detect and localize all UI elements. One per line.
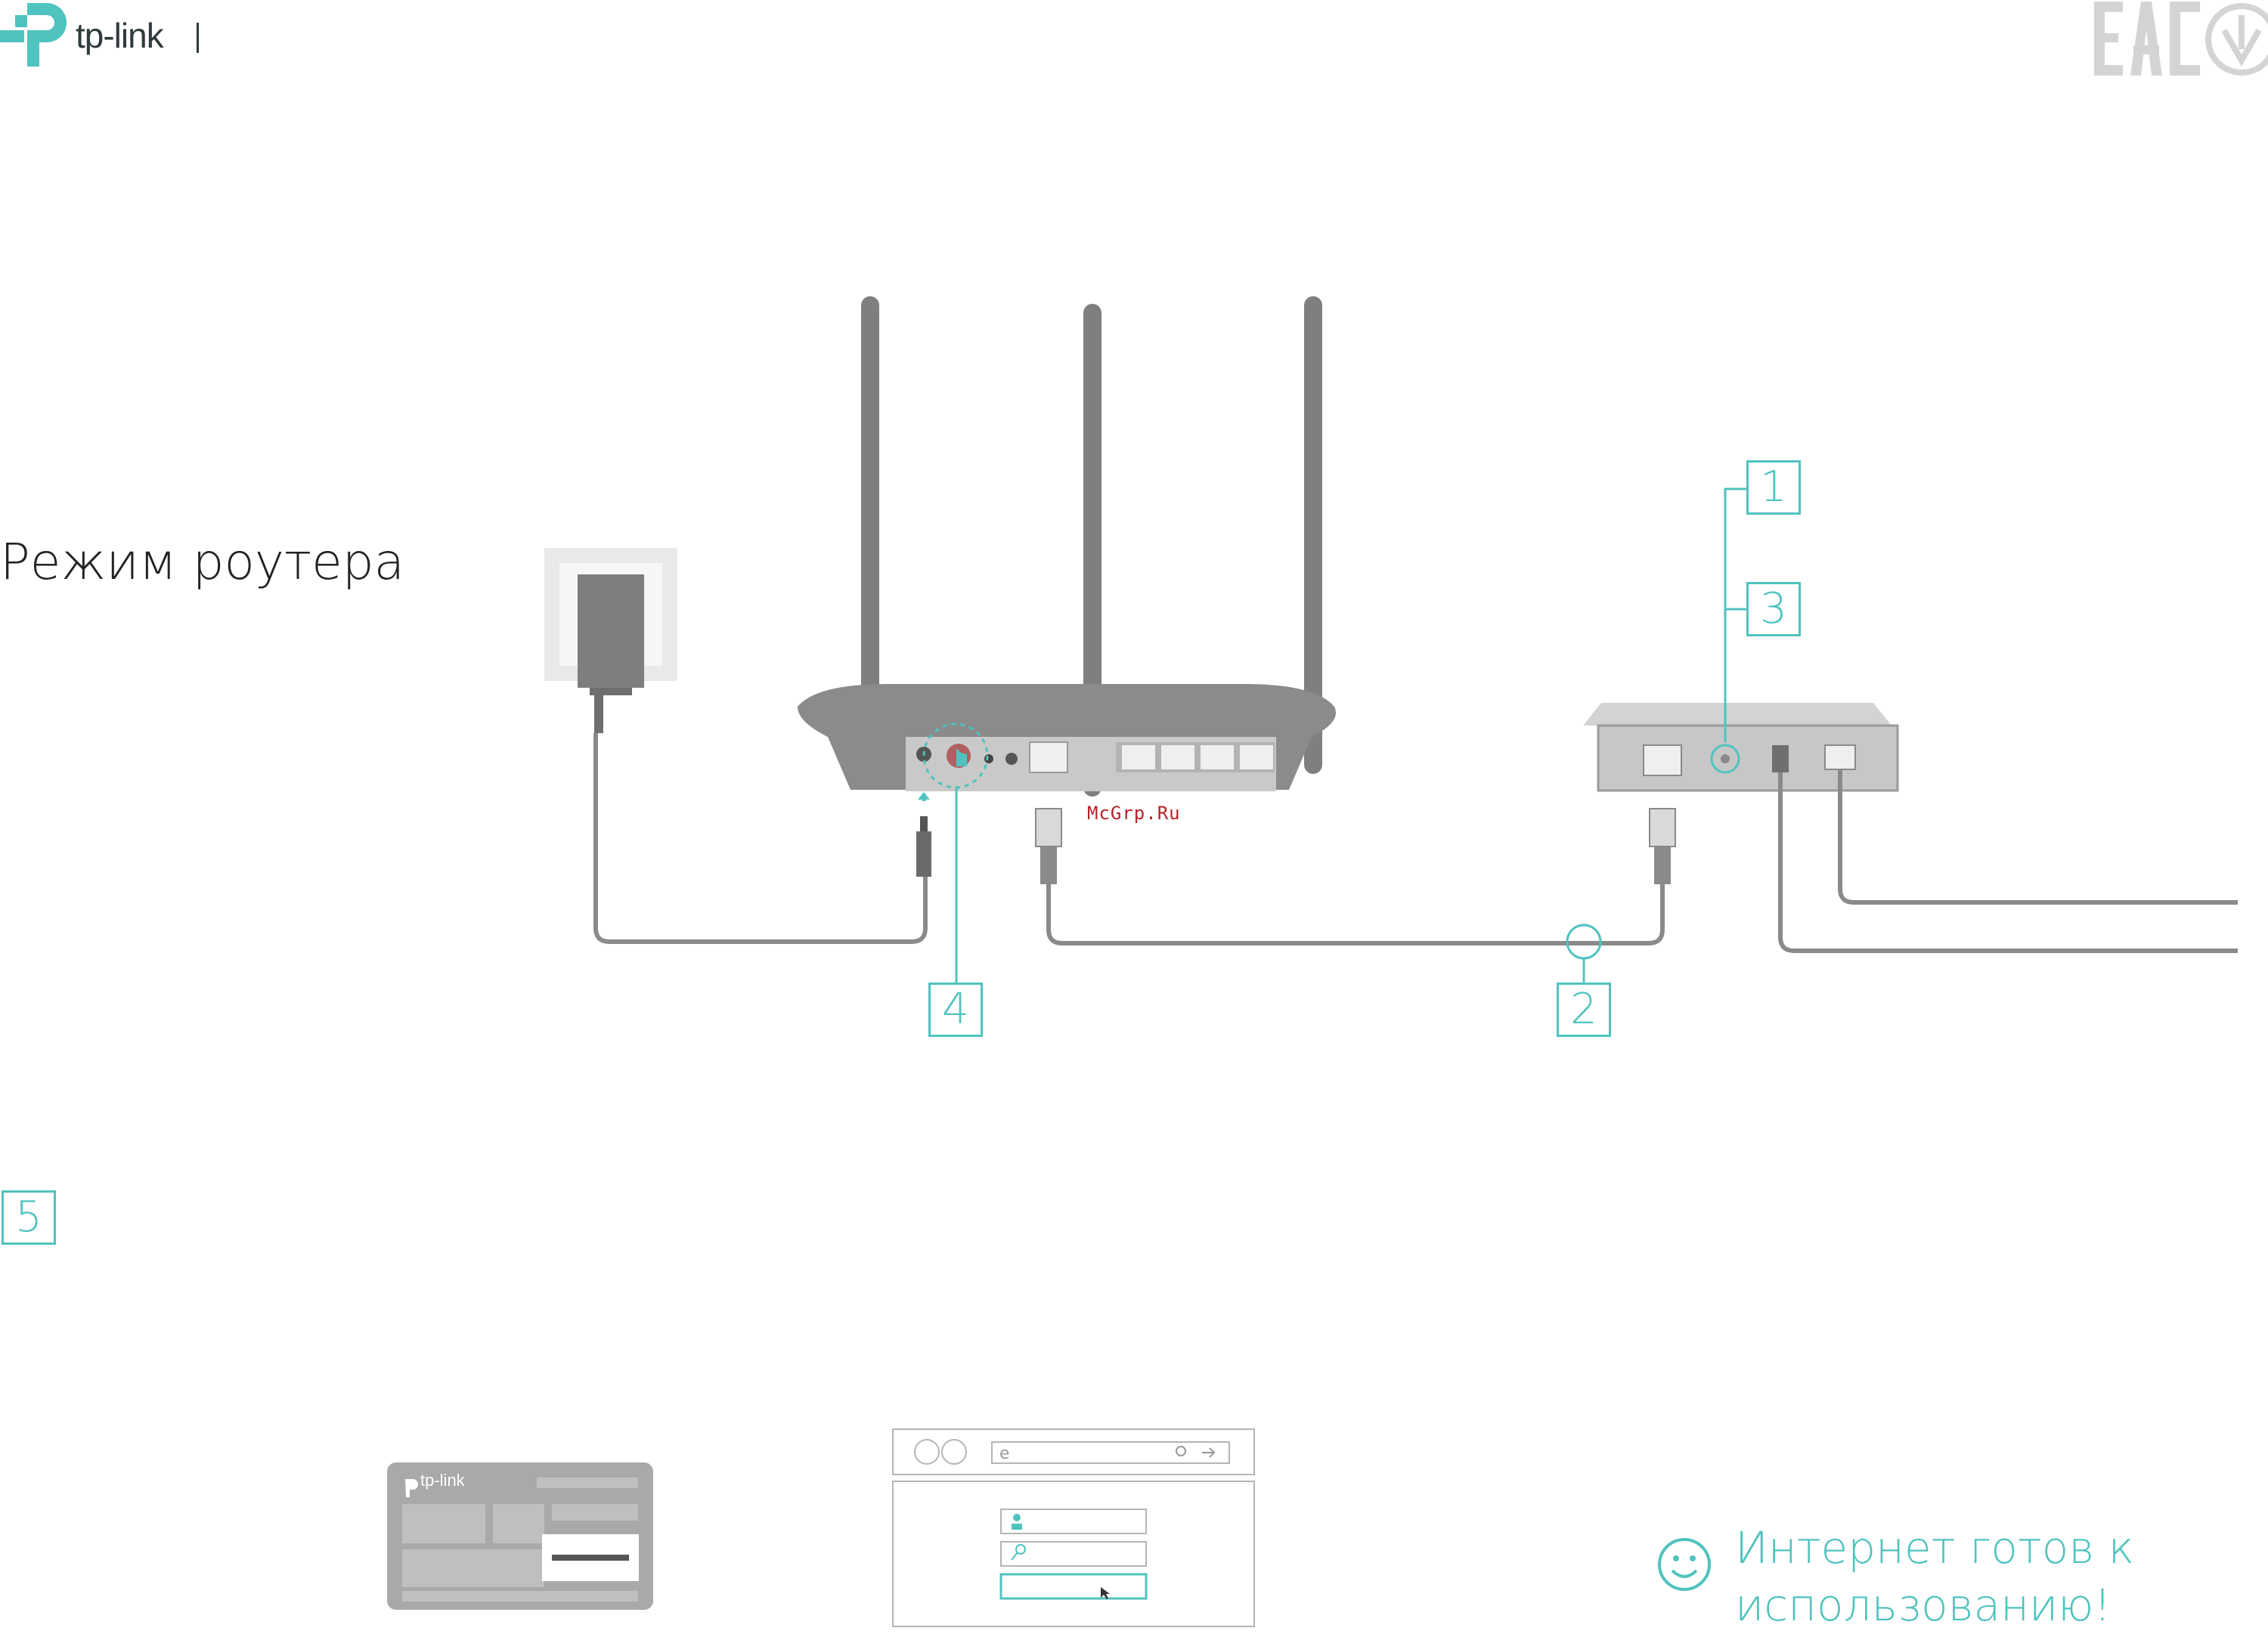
callout-1: 1 — [1746, 460, 1801, 515]
cursor-icon — [1101, 1587, 1110, 1599]
eac-mark-icon — [2094, 2, 2268, 76]
forward-arrow-icon — [941, 1439, 967, 1465]
result-message: Интернет готов к использованию! — [1656, 1519, 2260, 1631]
search-icon — [1176, 1446, 1186, 1456]
result-text: Интернет готов к использованию! — [1735, 1522, 2135, 1631]
browser-logo-icon: e — [999, 1444, 1010, 1463]
router-label-card: tp-link — [387, 1462, 653, 1610]
brand-name: tp-link — [76, 16, 164, 55]
callout-4: 4 — [928, 983, 983, 1037]
modem-icon — [1583, 703, 2238, 953]
brand-header: tp-link — [0, 0, 219, 72]
connection-diagram — [544, 296, 2238, 983]
ethernet-cable-icon — [1035, 808, 1676, 960]
brand-divider — [197, 23, 199, 53]
watermark: McGrp.Ru — [1087, 803, 1181, 824]
back-arrow-icon — [914, 1439, 940, 1465]
user-icon — [1013, 1514, 1021, 1521]
callout-2: 2 — [1557, 983, 1611, 1037]
go-arrow-icon — [1202, 1447, 1216, 1458]
key-icon — [1015, 1544, 1026, 1555]
callout-3: 3 — [1746, 582, 1801, 636]
tp-link-logo-icon — [0, 3, 67, 67]
smiley-icon — [1658, 1538, 1711, 1591]
label-card-brand: tp-link — [420, 1471, 465, 1490]
step-5-badge: 5 — [2, 1190, 56, 1245]
power-adapter-icon — [544, 548, 928, 944]
browser-login-illustration: e — [892, 1428, 1255, 1627]
page-title: Режим роутера — [0, 533, 405, 591]
router-icon — [798, 296, 1336, 801]
